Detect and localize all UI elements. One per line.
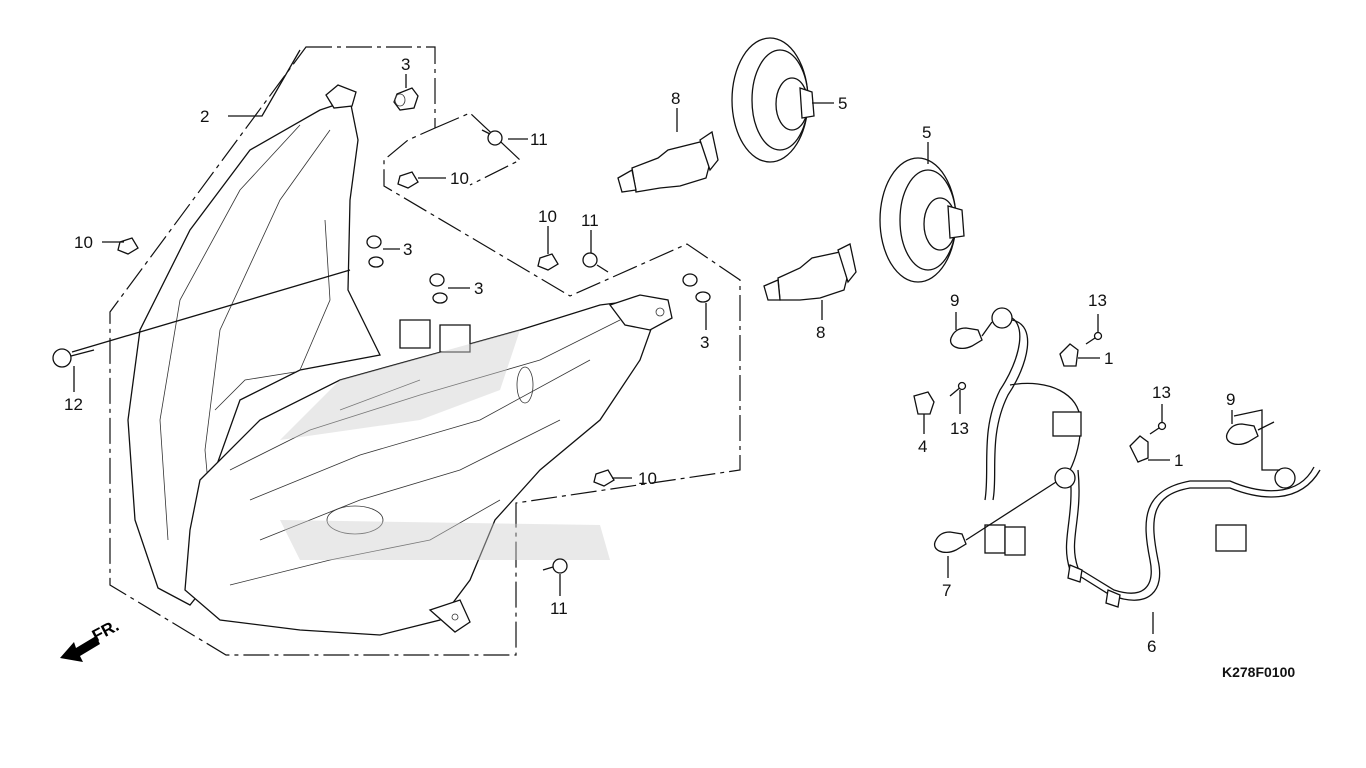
callout-1: 1 — [1174, 451, 1183, 470]
callout-10: 10 — [450, 169, 469, 188]
callout-8: 8 — [671, 89, 680, 108]
nut-part-10-lower[interactable] — [593, 469, 615, 487]
group-boundary-upper-fasteners — [434, 112, 522, 186]
bulb-part-7[interactable] — [933, 481, 1057, 554]
callout-13: 13 — [1088, 291, 1107, 310]
callout-12: 12 — [64, 395, 83, 414]
headlight-bulb-part-8-lower[interactable] — [763, 243, 857, 301]
callout-6: 6 — [1147, 637, 1156, 656]
callout-4: 4 — [918, 437, 927, 456]
callout-10: 10 — [74, 233, 93, 252]
callout-9: 9 — [1226, 390, 1235, 409]
callout-10: 10 — [638, 469, 657, 488]
callout-11: 11 — [530, 130, 548, 149]
dust-cover-part-5-upper[interactable] — [731, 37, 815, 163]
callout-10: 10 — [538, 207, 557, 226]
screw-part-13-upper[interactable] — [1085, 331, 1103, 345]
front-direction-indicator: FR. — [60, 616, 122, 662]
callout-3: 3 — [474, 279, 483, 298]
callout-9: 9 — [950, 291, 959, 310]
clip-part-3-right[interactable] — [682, 273, 711, 303]
screw-part-11-lower[interactable] — [542, 558, 568, 574]
diagram-code: K278F0100 — [1222, 664, 1295, 680]
nut-part-10-left[interactable] — [117, 237, 139, 255]
nut-part-10-middle[interactable] — [537, 253, 559, 271]
screw-part-13-right[interactable] — [1149, 421, 1167, 435]
bulb-part-9-left[interactable] — [949, 321, 993, 350]
wiring-harness-part-6[interactable] — [984, 307, 1321, 608]
clip-part-3-lower[interactable] — [429, 273, 448, 304]
callout-13: 13 — [1152, 383, 1171, 402]
nut-part-10-upper[interactable] — [397, 171, 419, 189]
callout-3: 3 — [700, 333, 709, 352]
callout-11: 11 — [581, 211, 599, 230]
screw-part-11-upper[interactable] — [481, 129, 503, 146]
screw-part-13-left[interactable] — [949, 381, 967, 397]
clip-part-3-upper[interactable] — [393, 87, 419, 111]
leader-lines — [71, 49, 1280, 634]
bulb-part-9-right[interactable] — [1225, 421, 1275, 446]
callout-11: 11 — [550, 599, 568, 618]
callout-7: 7 — [942, 581, 951, 600]
callout-3: 3 — [403, 240, 412, 259]
screw-part-11-middle[interactable] — [582, 252, 609, 273]
callout-5: 5 — [922, 123, 931, 142]
bracket-part-4[interactable] — [913, 391, 935, 415]
dust-cover-part-5-lower[interactable] — [879, 157, 965, 283]
callout-3: 3 — [401, 55, 410, 74]
callout-8: 8 — [816, 323, 825, 342]
bolt-part-12[interactable] — [52, 348, 95, 368]
headlight-housing-unit[interactable] — [184, 294, 673, 636]
bracket-part-1-upper[interactable] — [1059, 343, 1079, 367]
front-arrow-icon — [60, 636, 100, 662]
group-boundary-headlight-lens — [109, 46, 741, 656]
callout-5: 5 — [838, 94, 847, 113]
clip-part-3-middle[interactable] — [366, 235, 384, 268]
callout-1: 1 — [1104, 349, 1113, 368]
callout-labels: 2 3 11 10 8 5 5 10 3 3 10 11 3 8 12 9 13… — [64, 55, 1235, 656]
headlight-bulb-part-8-upper[interactable] — [617, 130, 719, 193]
callout-2: 2 — [200, 107, 209, 126]
bracket-part-1-lower[interactable] — [1129, 435, 1149, 463]
callout-13: 13 — [950, 419, 969, 438]
